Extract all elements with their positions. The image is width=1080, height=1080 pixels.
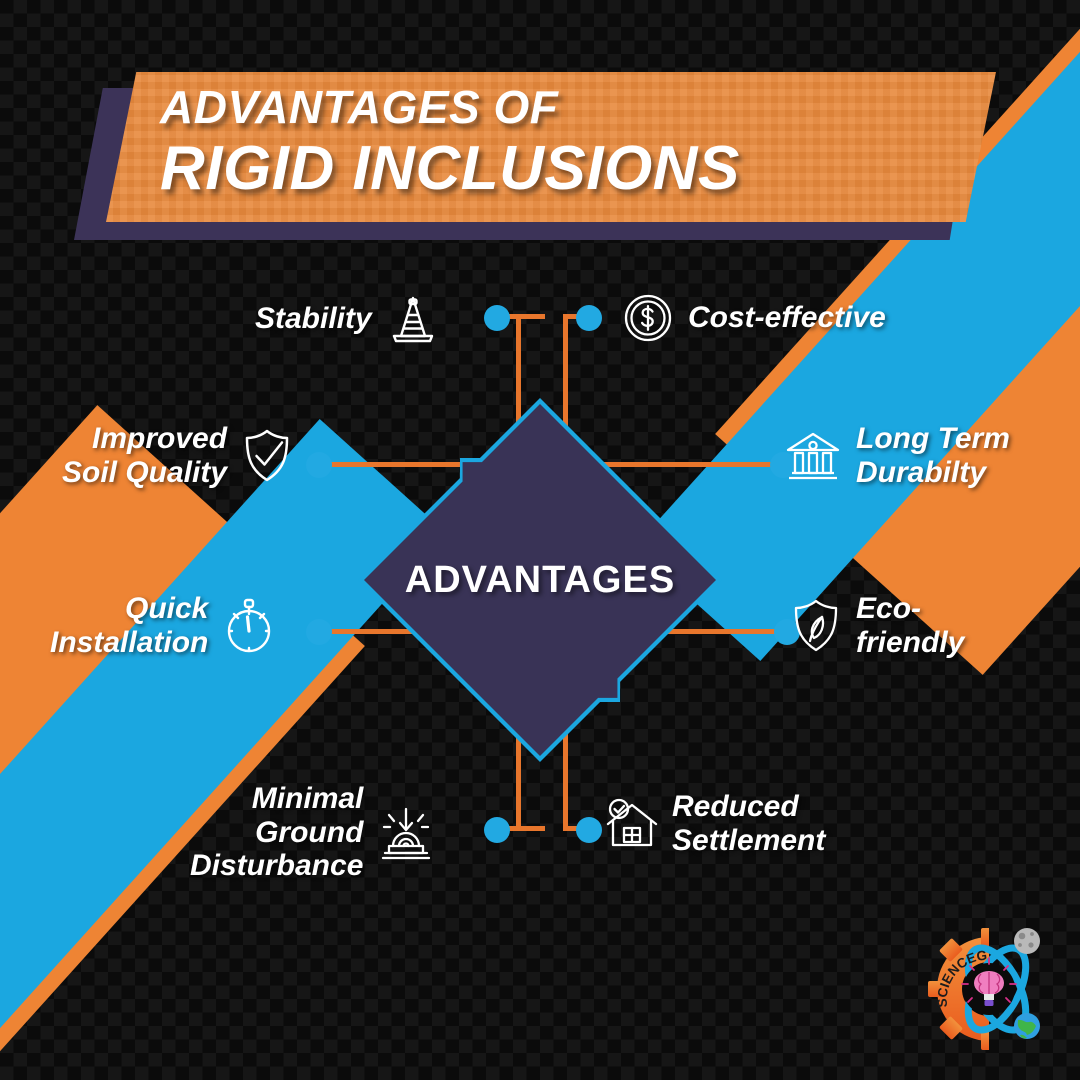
connector-settlement-vertical (563, 690, 568, 831)
node-improved-soil-quality[interactable]: Improved Soil Quality (62, 422, 295, 489)
connector-cost-vertical (563, 314, 568, 434)
connector-ground-horizontal (503, 826, 545, 831)
node-reduced-settlement-label: Reduced Settlement (672, 790, 826, 857)
node-long-term-durability[interactable]: Long Term Durabilty (782, 422, 1010, 489)
stopwatch-icon (220, 595, 278, 657)
connector-dot-stability (484, 305, 510, 331)
node-stability-label: Stability (255, 302, 372, 336)
connector-dot-soil (306, 452, 332, 478)
node-eco-friendly[interactable]: Eco- friendly (788, 592, 964, 659)
bank-columns-icon (782, 426, 844, 486)
node-minimal-ground-disturbance-label: Minimal Ground Disturbance (190, 782, 364, 883)
node-improved-soil-quality-label: Improved Soil Quality (62, 422, 228, 489)
connector-stability-horizontal (503, 314, 545, 319)
shield-leaf-icon (788, 596, 844, 656)
node-quick-installation-label: Quick Installation (50, 592, 209, 659)
traffic-cone-icon (384, 290, 442, 348)
center-diamond-label: ADVANTAGES (404, 558, 676, 601)
connector-dot-ground (484, 817, 510, 843)
brain-bulb-icon (961, 957, 1017, 1006)
connector-durability-horizontal (585, 462, 781, 467)
moon-icon (1014, 928, 1040, 954)
house-check-icon (600, 794, 660, 854)
node-cost-effective-label: Cost-effective (688, 301, 886, 335)
node-reduced-settlement[interactable]: Reduced Settlement (600, 790, 825, 857)
connector-dot-quick (306, 619, 332, 645)
node-minimal-ground-disturbance[interactable]: Minimal Ground Disturbance (190, 782, 437, 883)
title-banner: ADVANTAGES OF RIGID INCLUSIONS (60, 72, 996, 240)
node-stability[interactable]: Stability (255, 290, 442, 348)
node-long-term-durability-label: Long Term Durabilty (856, 422, 1010, 489)
node-eco-friendly-label: Eco- friendly (856, 592, 965, 659)
shield-check-icon (239, 426, 295, 486)
connector-stability-vertical (516, 314, 521, 464)
page-title-line2: RIGID INCLUSIONS (160, 134, 740, 203)
page-title: ADVANTAGES OF RIGID INCLUSIONS (160, 84, 960, 200)
earth-icon (1014, 1013, 1040, 1039)
connector-ground-vertical (516, 700, 521, 831)
node-quick-installation[interactable]: Quick Installation (50, 592, 278, 659)
page-title-line1: ADVANTAGES OF (160, 81, 559, 133)
ground-compaction-icon (375, 801, 437, 863)
node-cost-effective[interactable]: Cost-effective (620, 290, 886, 346)
brand-logo[interactable]: SCIENCEGASM (908, 902, 1064, 1064)
dollar-coin-icon (620, 290, 676, 346)
connector-dot-settlement (576, 817, 602, 843)
connector-dot-cost (576, 305, 602, 331)
